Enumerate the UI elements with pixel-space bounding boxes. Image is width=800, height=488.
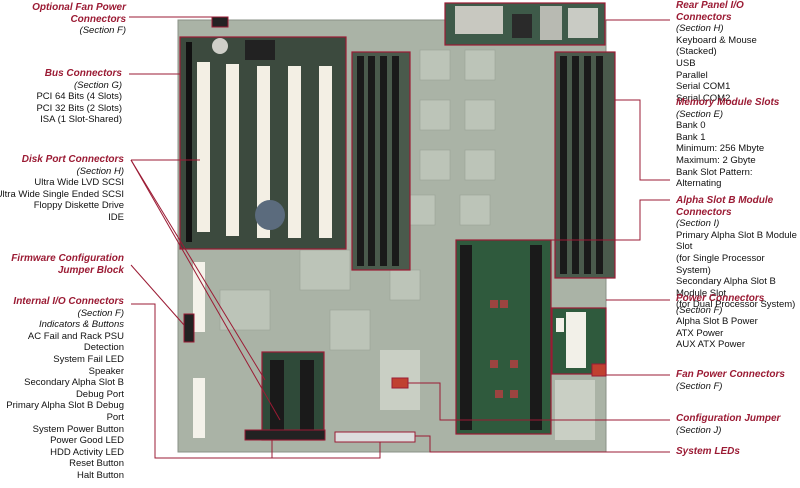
callout-title: Fan Power Connectors	[676, 369, 785, 380]
callout-item: HDD Activity LED	[50, 446, 124, 458]
callout-section: (Section I)	[676, 218, 720, 230]
callout-item: Ultra Wide Single Ended SCSI	[0, 188, 124, 200]
callout-item: Bank 0	[676, 120, 706, 132]
callout-config-jumper: Configuration Jumper (Section J)	[676, 413, 800, 436]
callout-rear-panel: Rear Panel I/O Connectors (Section H) Ke…	[676, 0, 800, 104]
callout-section: (Section H)	[676, 23, 724, 35]
system-leds	[334, 431, 416, 443]
callout-optional-fan: Optional Fan Power Connectors (Section F…	[0, 2, 126, 37]
callout-title: System LEDs	[676, 446, 740, 457]
callout-bus: Bus Connectors (Section G) PCI 64 Bits (…	[0, 68, 122, 126]
disk-port-connectors	[261, 351, 325, 441]
callout-section: (Section F)	[676, 380, 723, 392]
callout-item: (for Dual Processor System)	[676, 299, 796, 311]
callout-item: USB	[676, 57, 696, 69]
callout-internal-io: Internal I/O Connectors (Section F) Indi…	[0, 296, 124, 482]
callout-disk: Disk Port Connectors (Section H) Ultra W…	[0, 154, 124, 224]
callout-item: Secondary Alpha Slot B Debug Port	[24, 377, 124, 400]
leader-lines	[129, 16, 670, 459]
callout-item: Secondary Alpha Slot B Module Slot	[676, 276, 776, 299]
callout-item: Halt Button	[77, 469, 124, 481]
callout-item: Floppy Diskette Drive	[33, 200, 124, 212]
callout-title: Configuration Jumper	[676, 413, 781, 424]
callout-section: (Section F)	[676, 304, 723, 316]
callout-alpha-slot: Alpha Slot B Module Connectors (Section …	[676, 195, 800, 311]
memory-slots-right	[554, 51, 616, 279]
memory-slots-left	[351, 51, 411, 271]
callout-title: Power Connectors	[676, 293, 765, 304]
callout-item: PCI 32 Bits (2 Slots)	[36, 102, 122, 114]
callout-item: PCI 64 Bits (4 Slots)	[36, 91, 122, 103]
callout-section: (Section J)	[676, 424, 722, 436]
callout-title: Alpha Slot B Module Connectors	[676, 195, 774, 218]
callout-firmware: Firmware Configuration Jumper Block	[0, 253, 124, 276]
callout-item: Minimum: 256 Mbyte	[676, 143, 765, 155]
callout-title: Disk Port Connectors	[21, 154, 124, 165]
callout-item: ISA (1 Slot-Shared)	[40, 114, 122, 126]
callout-item: Parallel	[676, 69, 708, 81]
internal-io-connectors	[244, 429, 326, 441]
callout-title: Rear Panel I/O Connectors	[676, 0, 744, 23]
callout-item: Ultra Wide LVD SCSI	[34, 177, 124, 189]
callout-item: AUX ATX Power	[676, 339, 745, 351]
firmware-jumper	[183, 313, 195, 343]
callout-item: Keyboard & Mouse (Stacked)	[676, 34, 757, 58]
callout-system-leds: System LEDs	[676, 446, 800, 458]
callout-memory: Memory Module Slots (Section E) Bank 0 B…	[676, 97, 800, 190]
callout-item: Speaker	[88, 365, 124, 377]
callout-item: Power Good LED	[50, 435, 124, 447]
callout-section: (Section G)	[73, 79, 122, 91]
callout-item: Bank Slot Pattern: Alternating	[676, 166, 753, 190]
callout-title: Firmware Configuration Jumper Block	[11, 253, 124, 276]
callout-section: (Section F)	[77, 307, 124, 319]
callout-item: Serial COM2	[676, 92, 731, 104]
callout-section: (Section H)	[76, 165, 124, 177]
callout-item: IDE	[108, 211, 124, 223]
bus-connectors-highlight	[179, 36, 347, 250]
callout-fan-power: Fan Power Connectors (Section F)	[676, 369, 800, 392]
callout-item: Primary Alpha Slot B Debug Port	[6, 400, 124, 423]
rear-panel-connectors	[444, 2, 606, 46]
callout-item: Primary Alpha Slot B Module Slot	[676, 229, 797, 253]
callout-title: Optional Fan Power Connectors	[32, 2, 126, 25]
callout-power: Power Connectors (Section F) Alpha Slot …	[676, 293, 800, 351]
callout-item: AC Fail and Rack PSU Detection	[27, 330, 124, 354]
callout-title: Memory Module Slots	[676, 97, 780, 108]
callout-title: Bus Connectors	[44, 68, 122, 79]
callout-item: Serial COM1	[676, 81, 731, 93]
callout-item: System Fail LED	[53, 353, 124, 365]
fan-power-connector	[591, 363, 607, 377]
callout-section: (Section E)	[676, 108, 723, 120]
power-connectors	[551, 307, 607, 375]
callout-item: Alpha Slot B Power	[676, 316, 758, 328]
configuration-jumper	[391, 377, 409, 389]
optional-fan-connector	[211, 16, 229, 28]
callout-item: Indicators & Buttons	[38, 319, 124, 331]
callout-item: Maximum: 2 Gbyte	[676, 154, 756, 166]
callout-item: Reset Button	[69, 458, 124, 470]
callout-section: (Section F)	[79, 25, 126, 37]
callout-title: Internal I/O Connectors	[13, 296, 124, 307]
callout-item: System Power Button	[32, 423, 124, 435]
callout-item: ATX Power	[676, 327, 724, 339]
callout-item: (for Single Processor System)	[676, 252, 765, 276]
callout-item: Bank 1	[676, 131, 706, 143]
alpha-slot-b-module	[455, 239, 552, 435]
